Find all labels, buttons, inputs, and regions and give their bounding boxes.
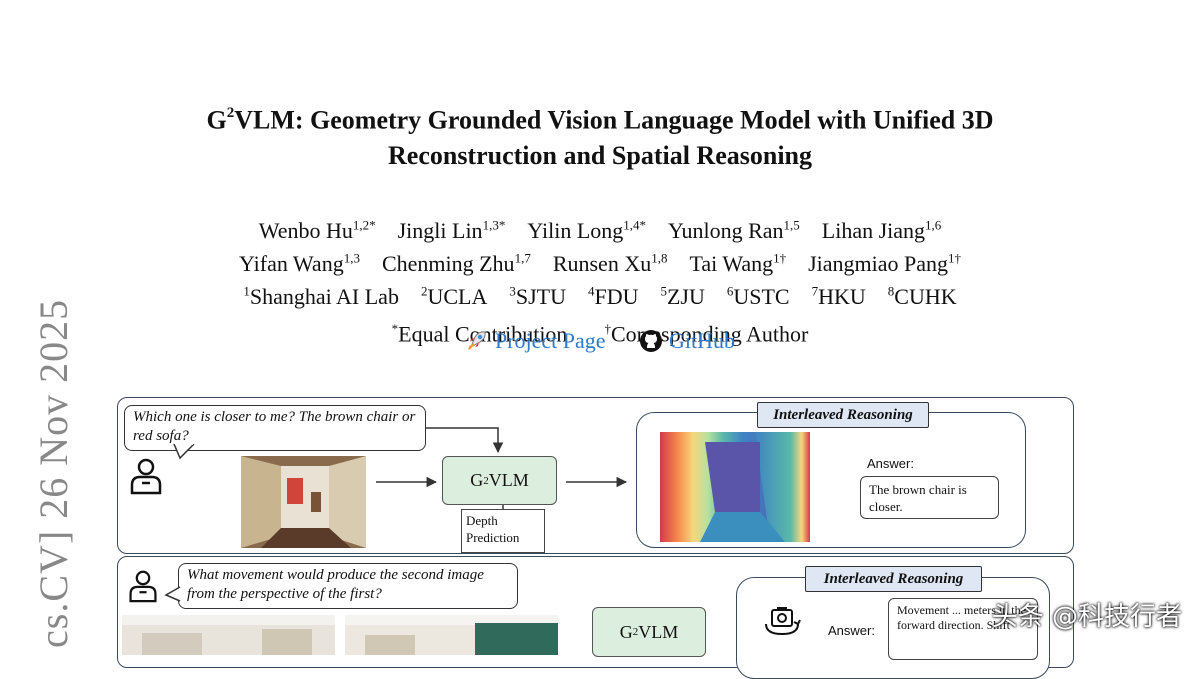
- author-text: Yunlong Ran: [668, 218, 784, 244]
- user-icon: [130, 458, 162, 495]
- author-text: Yilin Long: [527, 218, 624, 244]
- superscript: 1,8: [651, 250, 668, 266]
- answer-label-2: Answer:: [828, 623, 875, 638]
- answer-label-1: Answer:: [867, 456, 914, 471]
- hallway-photo: [241, 456, 366, 548]
- affiliation-name: HKU: [818, 283, 866, 309]
- affiliation-name: SJTU: [515, 283, 566, 309]
- bubble-tail-2: [164, 586, 181, 602]
- author-name: Yifan Wang1,3: [239, 251, 360, 276]
- affiliation-name: USTC: [733, 283, 790, 309]
- user-icon-2: [129, 570, 157, 603]
- author-text: Chenming Zhu: [381, 251, 515, 277]
- superscript: 1†: [773, 250, 787, 266]
- depth-map-image: [660, 432, 810, 542]
- rocket-icon: [467, 331, 486, 350]
- superscript: 6: [726, 283, 734, 299]
- superscript: 1,3*: [482, 218, 506, 233]
- superscript: 1,2*: [352, 218, 376, 233]
- question-bubble-1: Which one is closer to me? The brown cha…: [124, 405, 426, 451]
- author-name: Yilin Long1,4*: [527, 218, 646, 243]
- superscript: 5: [660, 283, 667, 299]
- paper-title: G2VLM: Geometry Grounded Vision Language…: [206, 105, 994, 170]
- interleaved-reasoning-tag-1: Interleaved Reasoning: [757, 402, 929, 428]
- github-icon: [640, 330, 663, 352]
- author-name: Yunlong Ran1,5: [668, 218, 800, 243]
- superscript: 4: [587, 283, 595, 299]
- room-photo-1: [122, 615, 335, 655]
- room-photo-2: [345, 615, 558, 655]
- affiliation-name: CUHK: [894, 283, 957, 309]
- affiliation-name: Shanghai AI Lab: [249, 283, 399, 309]
- superscript: 8: [887, 283, 895, 299]
- superscript: 1,5: [783, 218, 800, 233]
- affiliation: 6USTC: [727, 284, 790, 309]
- affiliation-name: UCLA: [427, 283, 488, 309]
- question-bubble-2: What movement would produce the second i…: [178, 563, 518, 609]
- panel-1-connectors: [376, 427, 734, 639]
- author-name: Jingli Lin1,3*: [398, 218, 506, 243]
- affiliation: 7HKU: [812, 284, 866, 309]
- superscript: 1,3: [343, 250, 360, 266]
- superscript: 3: [509, 283, 516, 299]
- superscript: 1†: [948, 250, 962, 266]
- affiliation: 4FDU: [588, 284, 639, 309]
- author-text: Yifan Wang: [238, 251, 344, 277]
- superscript: 1,6: [925, 218, 942, 233]
- affiliation-name: FDU: [594, 283, 639, 309]
- superscript: 1,7: [514, 250, 531, 266]
- bubble-tail-1: [173, 444, 195, 460]
- author-name: Lihan Jiang1,6: [822, 218, 942, 243]
- affiliation-name: ZJU: [666, 283, 705, 309]
- author-text: Jiangmiao Pang: [808, 251, 949, 277]
- author-text: Runsen Xu: [552, 251, 652, 277]
- answer-box-1: The brown chair is closer.: [860, 476, 999, 519]
- affiliation: 1Shanghai AI Lab: [243, 284, 399, 309]
- camera-rotate-icon: [765, 607, 801, 636]
- author-text: Jingli Lin: [397, 218, 483, 244]
- author-text: Tai Wang: [689, 251, 774, 277]
- author-text: Wenbo Hu: [258, 218, 353, 244]
- affiliation: 2UCLA: [421, 284, 487, 309]
- author-name: Runsen Xu1,8: [553, 251, 668, 276]
- author-name: Tai Wang1†: [689, 251, 786, 276]
- author-block: Wenbo Hu1,2* Jingli Lin1,3* Yilin Long1,4*…: [0, 212, 1200, 348]
- superscript: 1: [243, 283, 250, 299]
- depth-prediction-box: Depth Prediction: [461, 509, 545, 553]
- superscript: 7: [811, 283, 819, 299]
- author-row-2: Yifan Wang1,3 Chenming Zhu1,7 Runsen Xu1,8…: [0, 245, 1200, 278]
- affiliation-row: 1Shanghai AI Lab 2UCLA 3SJTU 4FDU 5ZJU 6USTC 7…: [0, 278, 1200, 311]
- links-row: Project Page GitHub: [0, 328, 1200, 359]
- project-page-link[interactable]: Project Page: [465, 328, 606, 354]
- author-text: Lihan Jiang: [821, 218, 926, 244]
- author-name: Wenbo Hu1,2*: [259, 218, 376, 243]
- watermark: 头条 @科技行者: [991, 602, 1182, 632]
- author-name: Chenming Zhu1,7: [382, 251, 531, 276]
- author-row-1: Wenbo Hu1,2* Jingli Lin1,3* Yilin Long1,4*…: [0, 212, 1200, 245]
- affiliation: 8CUHK: [888, 284, 957, 309]
- superscript: 2: [420, 283, 428, 299]
- interleaved-reasoning-tag-2: Interleaved Reasoning: [805, 566, 982, 592]
- affiliation: 3SJTU: [509, 284, 566, 309]
- author-name: Jiangmiao Pang1†: [808, 251, 961, 276]
- superscript: 1,4*: [623, 218, 647, 233]
- affiliation: 5ZJU: [660, 284, 704, 309]
- github-link[interactable]: GitHub: [639, 328, 735, 354]
